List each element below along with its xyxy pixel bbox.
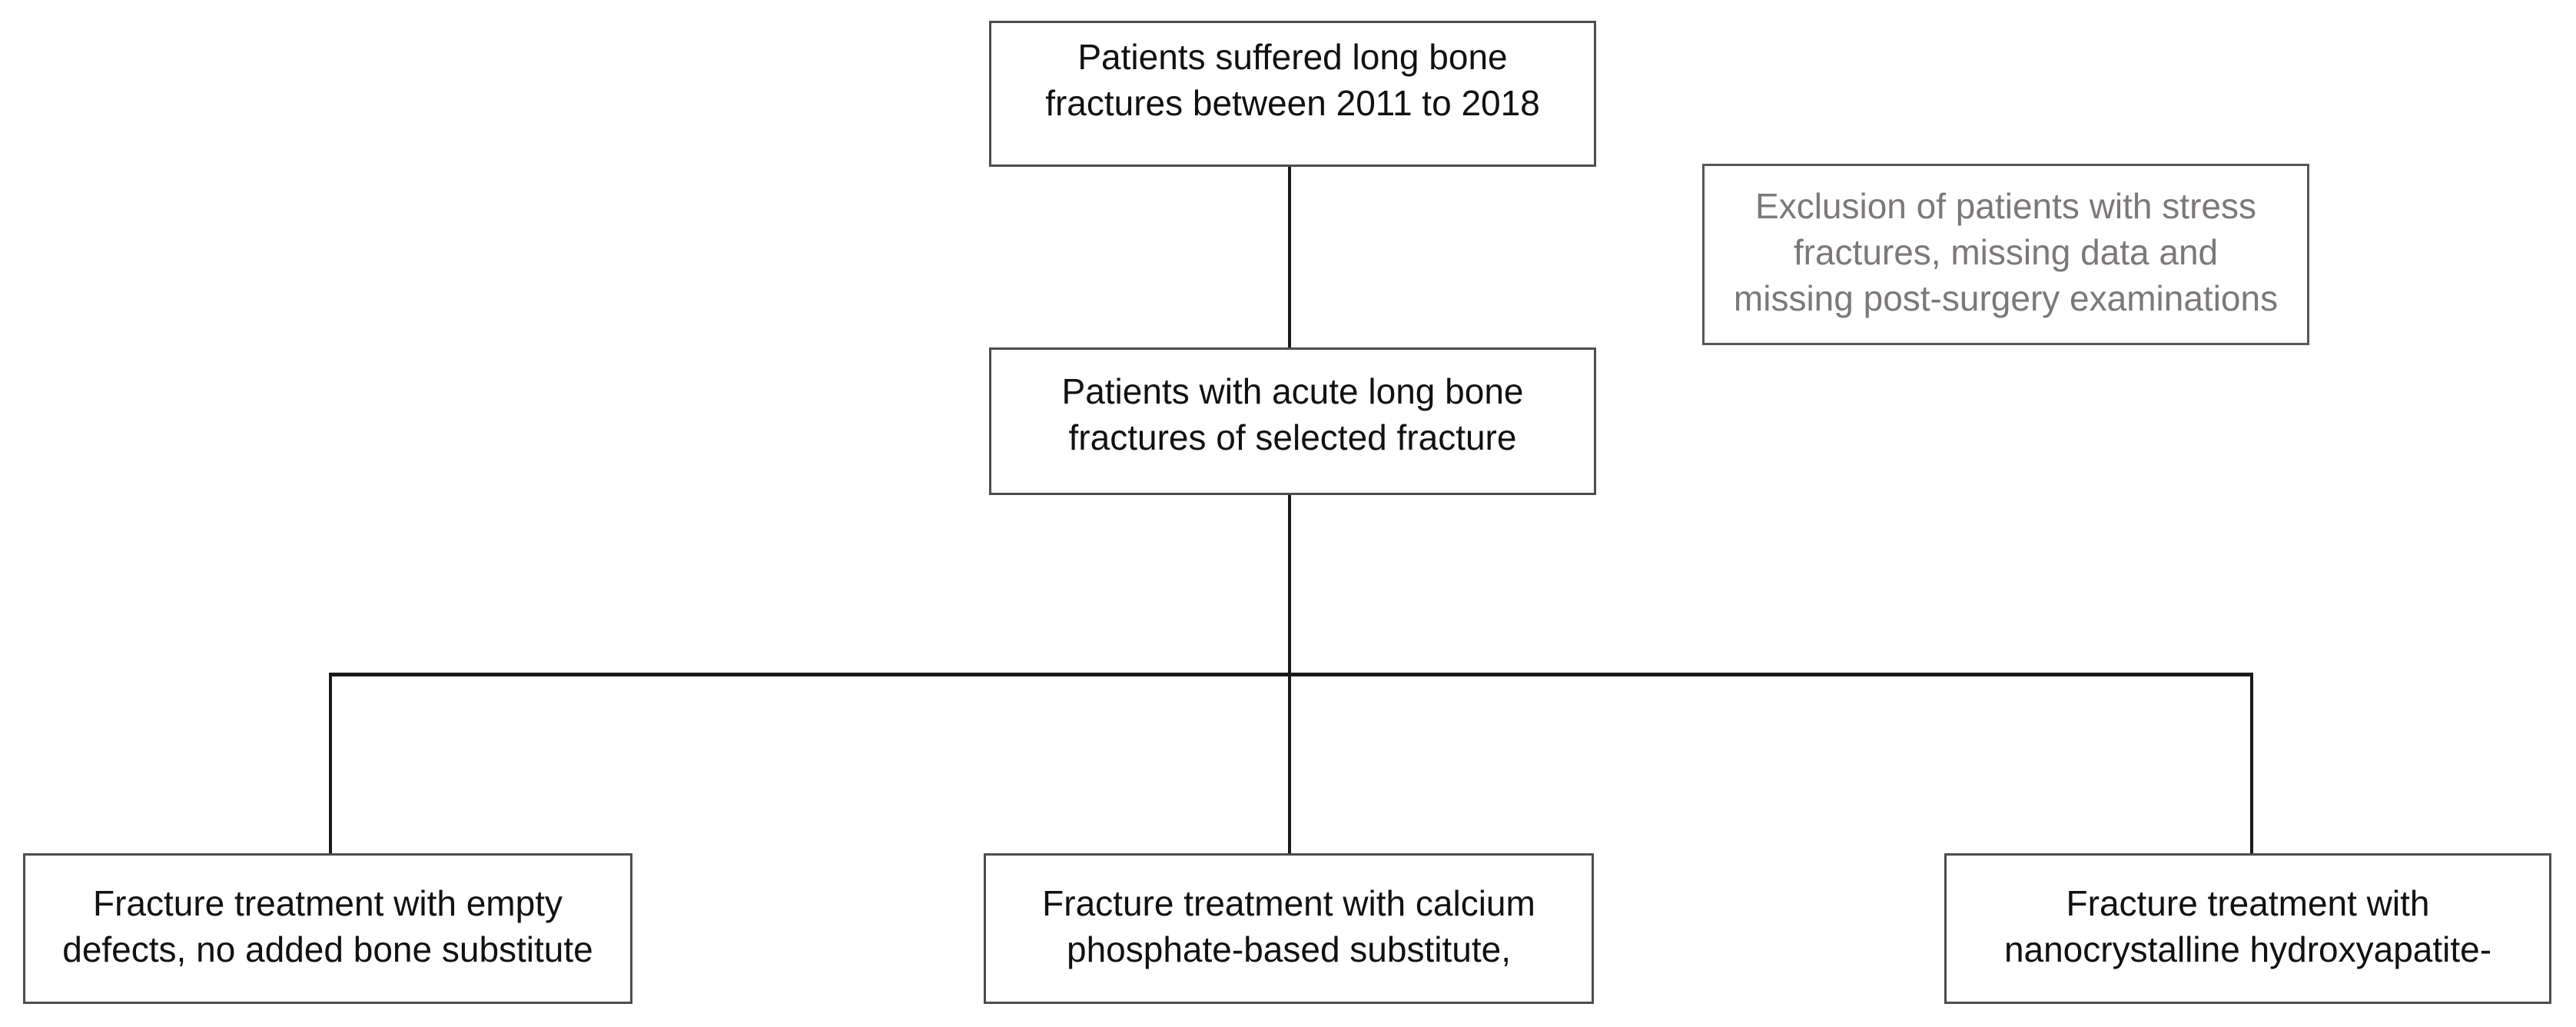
connector-drop-right bbox=[2250, 673, 2253, 853]
connector-branch-horizontal bbox=[330, 673, 2253, 676]
node-nanocrystalline-hydroxyapatite-group: Fracture treatment with nanocrystalline … bbox=[1944, 853, 2551, 1004]
connector-drop-left bbox=[329, 673, 332, 853]
connector-drop-center bbox=[1288, 673, 1291, 853]
connector-middle-to-branch bbox=[1288, 495, 1291, 674]
node-patients-2011-2018: Patients suffered long bone fractures be… bbox=[989, 21, 1596, 167]
node-calcium-phosphate-group: Fracture treatment with calcium phosphat… bbox=[984, 853, 1594, 1004]
node-exclusion-criteria: Exclusion of patients with stress fractu… bbox=[1702, 164, 2309, 345]
node-acute-long-bone-fractures: Patients with acute long bone fractures … bbox=[989, 347, 1596, 495]
node-empty-defects-group: Fracture treatment with empty defects, n… bbox=[23, 853, 632, 1004]
connector-top-to-middle bbox=[1288, 167, 1291, 347]
